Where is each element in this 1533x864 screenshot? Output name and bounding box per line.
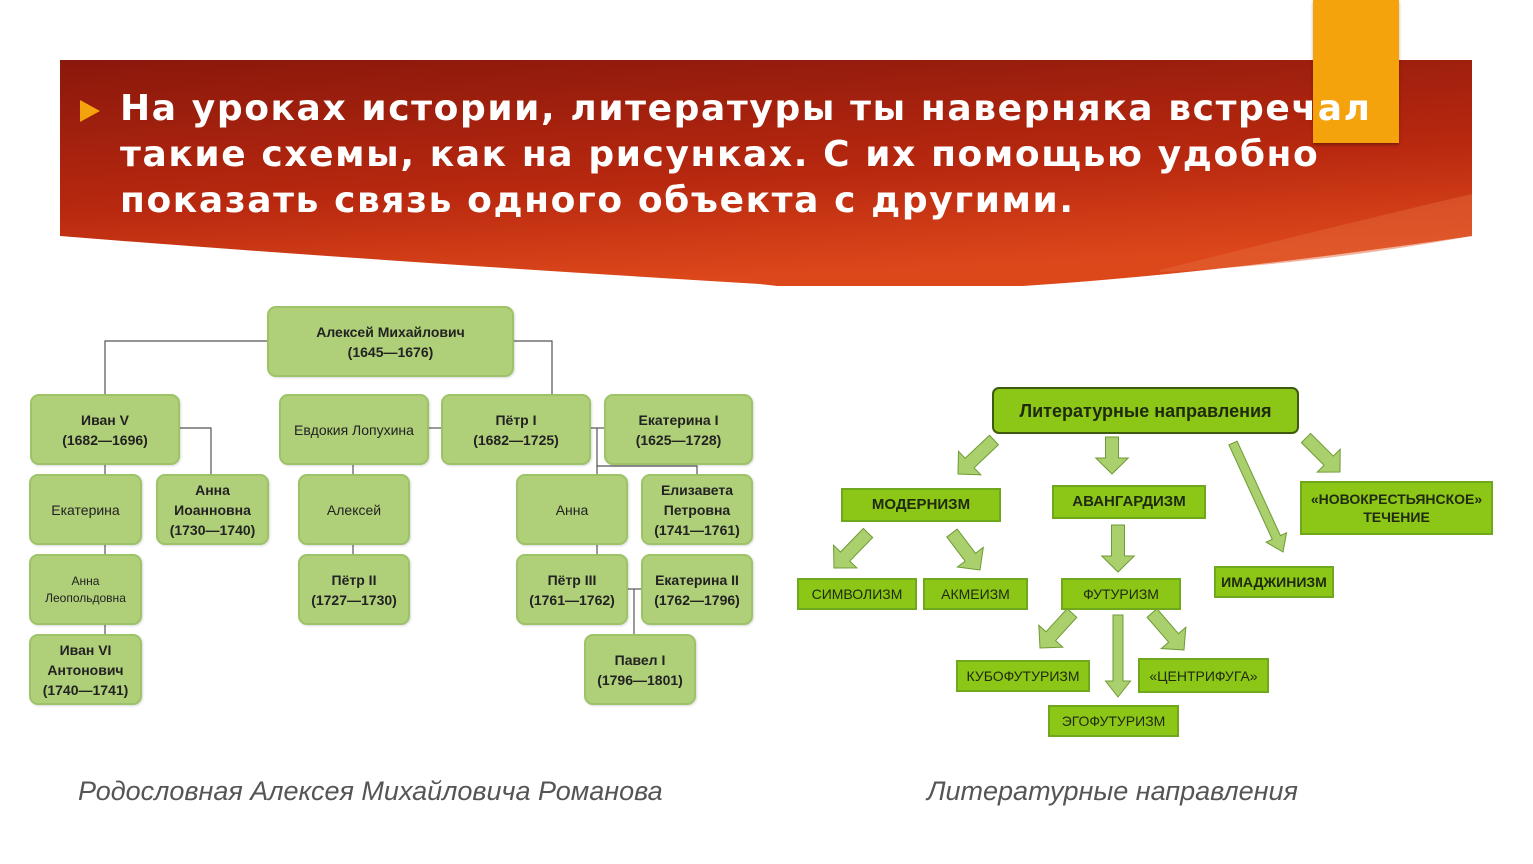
heading-line: такие схемы, как на рисунках. С их помощ… <box>120 134 1320 175</box>
node-line: Иван V <box>81 411 129 428</box>
tree-node-petr-iii: Пётр III (1761—1762) <box>516 554 628 625</box>
node-line: Екатерина II <box>655 571 739 588</box>
node-text: Екатерина I (1625—1728) <box>636 410 722 450</box>
node-line: (1682—1725) <box>473 431 559 448</box>
node-line: (1740—1741) <box>42 681 129 698</box>
arrow-icon <box>946 528 984 571</box>
arrow-icon <box>1146 608 1187 651</box>
lit-title-box: Литературные направления <box>992 387 1299 434</box>
arrow-icon <box>1094 436 1130 475</box>
arrow-icon <box>1038 607 1078 649</box>
tree-node-aleksey: Алексей <box>298 474 410 545</box>
node-text: Анна <box>556 500 589 520</box>
tree-node-evdokiya: Евдокия Лопухина <box>279 394 429 465</box>
tree-node-ekaterina-i: Екатерина I (1625—1728) <box>604 394 753 465</box>
node-text: Евдокия Лопухина <box>294 420 414 440</box>
arrow-icon <box>1300 432 1341 473</box>
node-line: (1645—1676) <box>347 343 434 360</box>
slide-heading: На уроках истории, литературы ты наверня… <box>120 86 1372 224</box>
node-line: «НОВОКРЕСТЬЯНСКОЕ» <box>1310 491 1483 507</box>
node-line: (1730—1740) <box>169 521 256 538</box>
arrow-icon <box>1100 524 1136 573</box>
lit-box-modernism: МОДЕРНИЗМ <box>841 488 1001 522</box>
arrow-icon <box>832 527 874 569</box>
node-text: Павел I (1796—1801) <box>597 650 683 690</box>
tree-node-pavel-i: Павел I (1796—1801) <box>584 634 696 705</box>
node-line: Пётр II <box>331 571 377 588</box>
node-text: Екатерина <box>51 500 119 520</box>
node-line: Иван VI <box>59 641 112 658</box>
tree-node-ekaterina-ii: Екатерина II (1762—1796) <box>641 554 753 625</box>
node-line: (1625—1728) <box>635 431 722 448</box>
node-line: (1762—1796) <box>654 591 740 608</box>
node-line: Пётр I <box>495 411 537 428</box>
node-text: Екатерина II (1762—1796) <box>654 570 740 610</box>
tree-node-aleksey-mikhailovich: Алексей Михайлович (1645—1676) <box>267 306 514 377</box>
node-line: Леопольдовна <box>45 590 126 605</box>
node-text: Иван VI Антонович (1740—1741) <box>43 640 129 700</box>
node-line: Петровна <box>663 501 731 518</box>
node-line: ТЕЧЕНИЕ <box>1363 509 1430 525</box>
arrow-icon <box>1104 614 1132 698</box>
lit-diagram-caption: Литературные направления <box>927 776 1298 806</box>
tree-node-petr-ii: Пётр II (1727—1730) <box>298 554 410 625</box>
node-text: Пётр I (1682—1725) <box>473 410 559 450</box>
lit-box-symbolism: СИМВОЛИЗМ <box>797 578 917 610</box>
node-line: Иоанновна <box>174 501 251 518</box>
node-line: (1682—1696) <box>62 431 148 448</box>
lit-box-imaginism: ИМАДЖИНИЗМ <box>1214 566 1334 598</box>
lit-box-novokrestyanskoe: «НОВОКРЕСТЬЯНСКОЕ» ТЕЧЕНИЕ <box>1300 481 1493 535</box>
node-line: Анна <box>195 481 230 498</box>
node-text: Иван V (1682—1696) <box>62 410 148 450</box>
heading-line: показать связь одного объекта с другими. <box>120 180 1075 221</box>
node-line: Павел I <box>614 651 666 668</box>
node-line: Алексей Михайлович <box>316 323 465 340</box>
node-line: Елизавета <box>660 481 734 498</box>
title-banner <box>60 60 1472 286</box>
orange-accent-tab <box>1313 0 1399 143</box>
node-line: Евдокия Лопухина <box>294 421 414 438</box>
node-line: Анна <box>555 501 589 518</box>
lit-box-avantgardism: АВАНГАРДИЗМ <box>1052 485 1206 519</box>
node-text: Пётр III (1761—1762) <box>529 570 615 610</box>
tree-node-ekaterina: Екатерина <box>29 474 142 545</box>
lit-box-egofuturism: ЭГОФУТУРИЗМ <box>1048 705 1179 737</box>
node-line: Алексей <box>326 501 382 518</box>
lit-box-centrifuga: «ЦЕНТРИФУГА» <box>1138 658 1269 693</box>
node-line: Антонович <box>47 661 124 678</box>
lit-box-acmeism: АКМЕИЗМ <box>923 578 1028 610</box>
node-line: (1796—1801) <box>597 671 683 688</box>
node-line: Екатерина I <box>638 411 719 428</box>
tree-node-anna: Анна <box>516 474 628 545</box>
tree-node-petr-i: Пётр I (1682—1725) <box>441 394 591 465</box>
node-text: Алексей <box>327 500 381 520</box>
node-text: Пётр II (1727—1730) <box>311 570 397 610</box>
node-line: Екатерина <box>51 501 120 518</box>
node-line: (1761—1762) <box>529 591 615 608</box>
node-line: Анна <box>71 573 100 588</box>
tree-node-ivan-vi: Иван VI Антонович (1740—1741) <box>29 634 142 705</box>
lit-box-futurism: ФУТУРИЗМ <box>1061 578 1181 610</box>
bullet-arrow-icon <box>80 100 100 122</box>
arrow-icon <box>1228 440 1288 553</box>
node-text: «НОВОКРЕСТЬЯНСКОЕ» ТЕЧЕНИЕ <box>1311 490 1482 526</box>
node-line: Пётр III <box>547 571 597 588</box>
node-line: (1727—1730) <box>311 591 397 608</box>
lit-box-cubofuturism: КУБОФУТУРИЗМ <box>956 660 1090 692</box>
node-text: Алексей Михайлович (1645—1676) <box>316 322 465 362</box>
family-tree-caption: Родословная Алексея Михайловича Романова <box>78 776 663 806</box>
tree-node-ivan-v: Иван V (1682—1696) <box>30 394 180 465</box>
heading-line: На уроках истории, литературы ты наверня… <box>120 88 1372 129</box>
arrow-icon <box>957 434 1000 476</box>
node-line: (1741—1761) <box>654 521 740 538</box>
